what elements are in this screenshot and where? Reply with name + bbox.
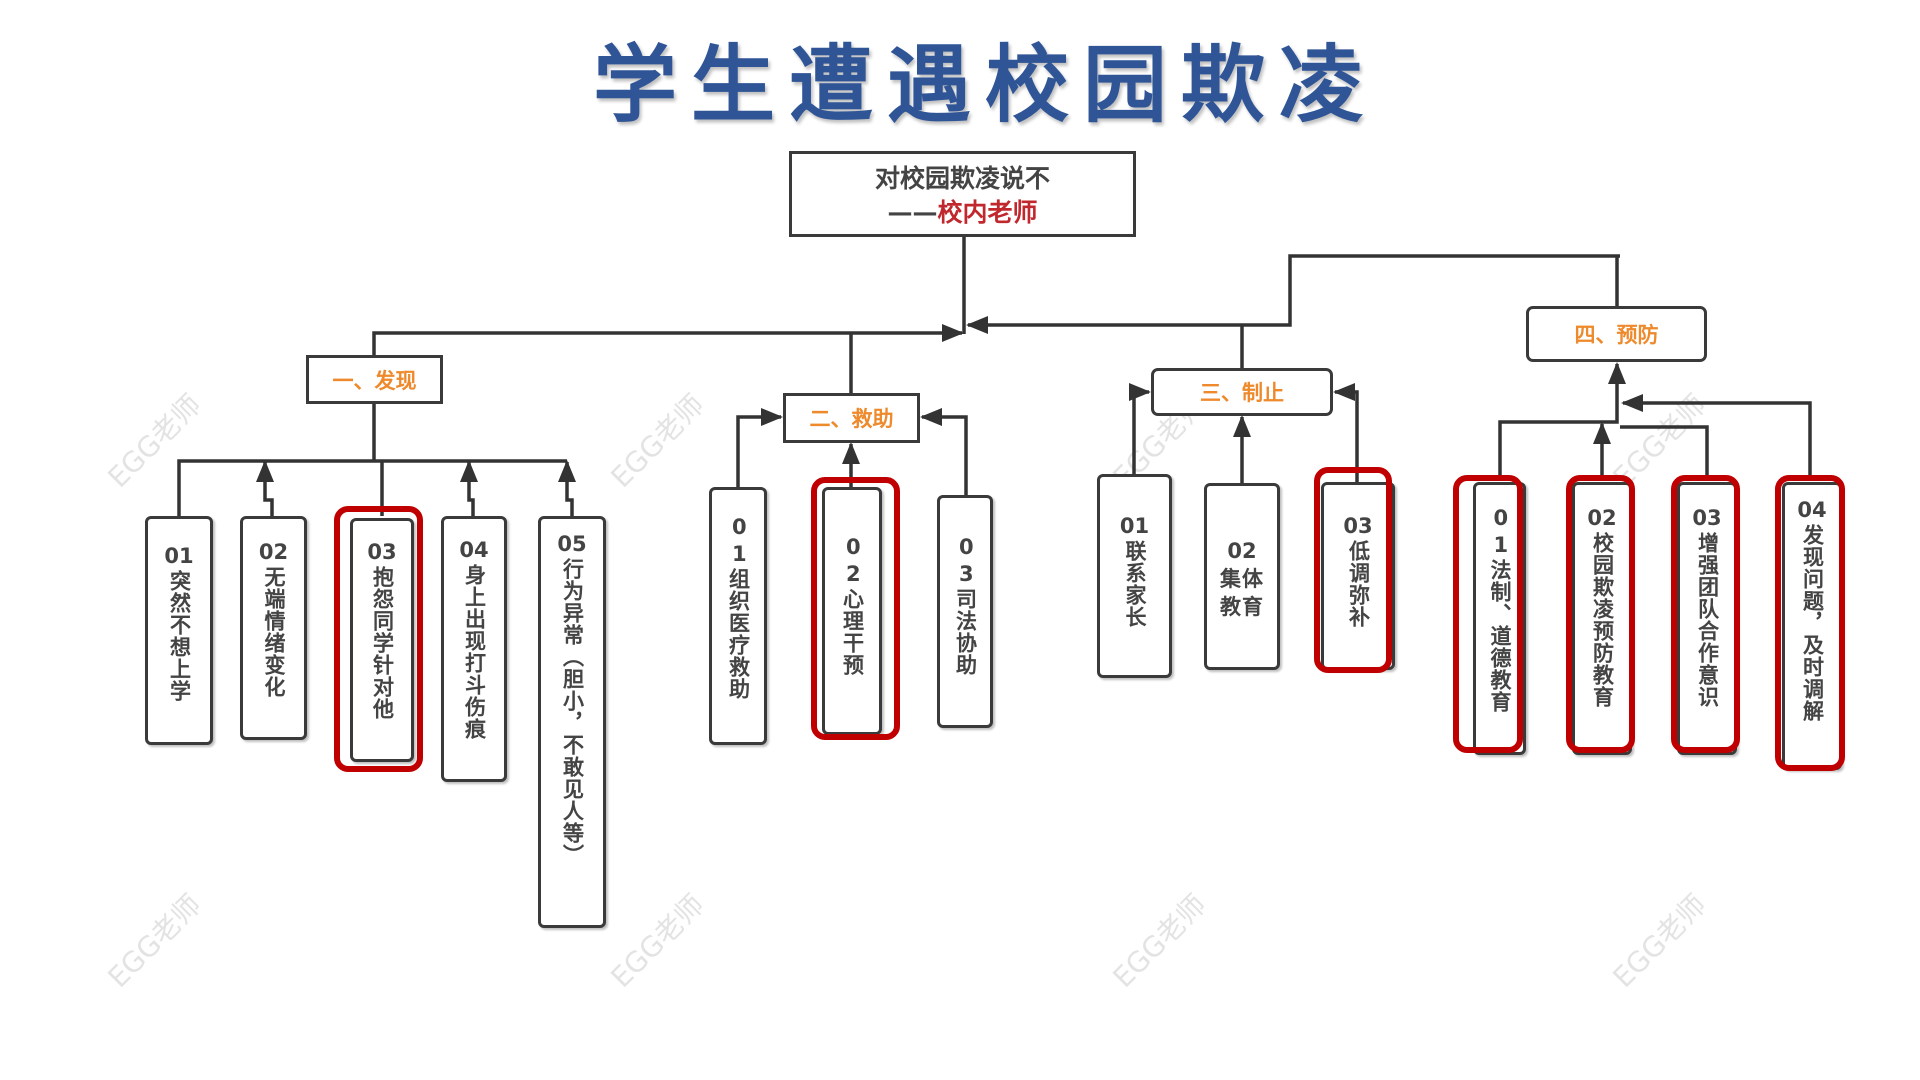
- connector: [1333, 383, 1359, 482]
- connector: [558, 460, 576, 516]
- leaf-text: 抱怨同学针对他: [370, 566, 395, 720]
- connector: [177, 459, 567, 516]
- connector: [372, 324, 964, 355]
- leaf-text: 司法协助: [953, 588, 978, 676]
- leaf-item: 02 集体教育: [1204, 483, 1280, 670]
- leaf-text: 联系家长: [1123, 540, 1147, 628]
- leaf-number: 03: [1692, 506, 1722, 530]
- root-node: 对校园欺凌说不 ——校内老师: [789, 151, 1136, 237]
- root-subtitle: 校内老师: [937, 198, 1038, 227]
- root-dash: ——: [887, 198, 938, 227]
- leaf-number: 02: [258, 540, 289, 564]
- connector: [920, 408, 968, 495]
- leaf-item: 01 联系家长: [1097, 474, 1172, 678]
- leaf-number: 01: [1493, 506, 1509, 557]
- leaf-item: 01 组织医疗救助: [709, 487, 767, 745]
- leaf-text: 低调弥补: [1346, 540, 1371, 628]
- leaf-item: 01 突然不想上学: [145, 516, 213, 745]
- leaf-number: 01: [732, 515, 747, 566]
- connector: [736, 408, 783, 487]
- category-prevent: 四、预防: [1526, 306, 1707, 362]
- leaf-text: 行为异常（胆小，不敢见人等）: [560, 558, 585, 866]
- connector: [256, 460, 274, 516]
- category-rescue: 二、救助: [783, 393, 920, 443]
- leaf-item: 03 司法协助: [937, 495, 993, 728]
- leaf-item: 03 抱怨同学针对他: [350, 518, 414, 762]
- root-title: 对校园欺凌说不: [874, 164, 1050, 193]
- connector: [1621, 394, 1812, 475]
- leaf-item: 03 增强团队合作意识: [1677, 482, 1737, 755]
- leaf-text: 心理干预: [840, 588, 865, 676]
- leaf-number: 01: [164, 544, 194, 568]
- leaf-number: 02: [846, 535, 861, 586]
- connector: [1498, 362, 1626, 475]
- leaf-item: 04 身上出现打斗伤痕: [441, 516, 507, 782]
- leaf-text: 突然不想上学: [167, 570, 192, 702]
- leaf-text: 组织医疗救助: [726, 568, 751, 700]
- leaf-item: 02 无端情绪变化: [240, 516, 307, 740]
- leaf-item: 04 发现问题，及时调解: [1782, 482, 1842, 770]
- leaf-item: 05 行为异常（胆小，不敢见人等）: [538, 516, 606, 928]
- category-discover: 一、发现: [306, 355, 443, 404]
- leaf-text: 集体教育: [1220, 567, 1264, 619]
- leaf-item: 03 低调弥补: [1321, 482, 1395, 670]
- leaf-number: 04: [459, 538, 489, 562]
- leaf-number: 01: [1119, 514, 1150, 538]
- leaf-item: 01 法制、道德教育: [1473, 482, 1526, 755]
- leaf-text: 无端情绪变化: [262, 566, 286, 698]
- leaf-number: 04: [1797, 498, 1827, 522]
- connector: [460, 460, 478, 516]
- leaf-item: 02 心理干预: [822, 487, 882, 735]
- category-stop: 三、制止: [1151, 368, 1333, 416]
- leaf-number: 03: [1343, 514, 1373, 538]
- leaf-text: 法制、道德教育: [1488, 559, 1512, 713]
- leaf-item: 02 校园欺凌预防教育: [1572, 482, 1632, 755]
- leaf-text: 校园欺凌预防教育: [1590, 532, 1615, 708]
- leaf-text: 增强团队合作意识: [1695, 532, 1720, 708]
- leaf-number: 02: [1227, 539, 1257, 563]
- leaf-number: 05: [557, 532, 587, 556]
- connector: [966, 254, 1620, 334]
- leaf-number: 03: [959, 535, 974, 586]
- leaf-text: 身上出现打斗伤痕: [462, 564, 487, 740]
- leaf-text: 发现问题，及时调解: [1800, 524, 1825, 722]
- connector: [1129, 383, 1151, 474]
- connector: [1620, 425, 1709, 475]
- leaf-number: 02: [1587, 506, 1617, 530]
- leaf-number: 03: [367, 540, 397, 564]
- page-title: 学生遭遇校园欺凌: [592, 35, 1377, 134]
